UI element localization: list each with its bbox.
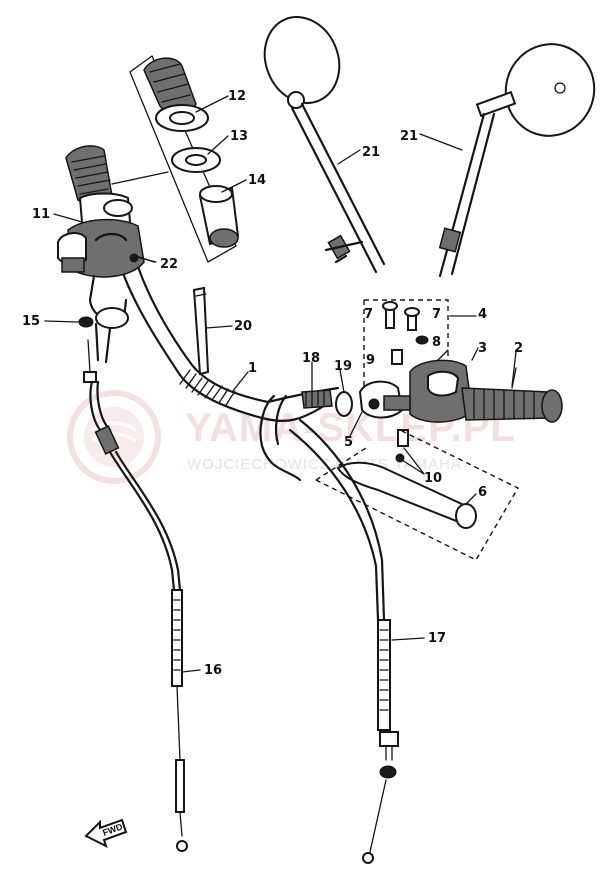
- grip-detail-box: [111, 55, 240, 263]
- callout-7a: 7: [364, 307, 373, 322]
- callout-18: 18: [302, 351, 320, 366]
- brake-lever-box: [315, 429, 519, 561]
- forward-arrow-icon: FWD: [84, 818, 128, 848]
- right-grip: [461, 367, 563, 423]
- throttle-housing: [409, 349, 473, 423]
- callout-7b: 7: [432, 307, 441, 322]
- leader-lines: [53, 95, 517, 673]
- left-switch-housing: [57, 218, 145, 364]
- callout-6: 6: [478, 485, 487, 500]
- bolts: [382, 301, 429, 365]
- callouts: 1 2 3 4 5 6 7 7 8 9 10 11 12 13 14 15 16…: [22, 89, 523, 678]
- mirror-left: [263, 16, 386, 274]
- callout-4: 4: [478, 307, 487, 322]
- callout-9: 9: [366, 353, 375, 368]
- callout-1: 1: [248, 361, 257, 376]
- callout-8: 8: [432, 335, 441, 350]
- watermark-logo: [67, 390, 161, 484]
- callout-12: 12: [228, 89, 246, 104]
- lever-holder-kit: [363, 299, 449, 390]
- left-grip: [65, 145, 133, 230]
- brake-cable: [288, 418, 399, 864]
- callout-21a: 21: [362, 145, 380, 160]
- cable-tie: [192, 286, 210, 376]
- callout-21b: 21: [400, 129, 418, 144]
- callout-16: 16: [204, 663, 222, 678]
- adjuster-nut: [335, 391, 353, 417]
- callout-22: 22: [160, 257, 178, 272]
- callout-11: 11: [32, 207, 50, 222]
- callout-15: 15: [22, 314, 40, 329]
- clutch-cable: [83, 339, 188, 852]
- adjuster: [301, 389, 333, 409]
- lever-holder: [358, 380, 411, 419]
- watermark-subtitle: WOJCIECHOWICZ PARTS YAMAHA: [187, 456, 462, 473]
- callout-10: 10: [424, 471, 442, 486]
- callout-5: 5: [344, 435, 353, 450]
- callout-14: 14: [248, 173, 266, 188]
- callout-20: 20: [234, 319, 252, 334]
- callout-19: 19: [334, 359, 352, 374]
- callout-2: 2: [514, 341, 523, 356]
- callout-17: 17: [428, 631, 446, 646]
- callout-13: 13: [230, 129, 248, 144]
- mirror-right: [438, 43, 596, 278]
- clamp-screw: [44, 316, 94, 328]
- callout-3: 3: [478, 341, 487, 356]
